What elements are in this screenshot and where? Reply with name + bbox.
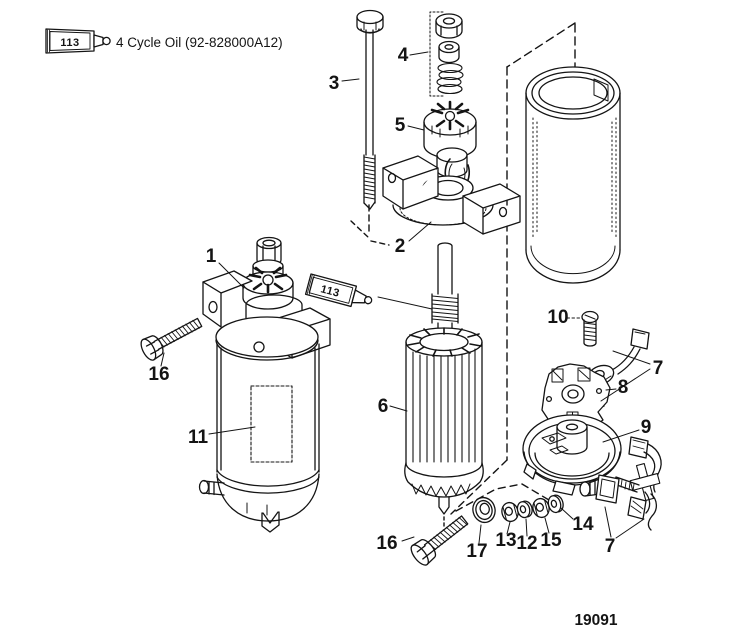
callout-3: 3 <box>329 73 340 94</box>
oil-tube-113-inline: 113 <box>304 273 373 308</box>
callout-leaders <box>160 51 651 544</box>
washer-17 <box>472 496 496 524</box>
callout-16-upper: 16 <box>148 364 169 385</box>
starter-bottom-tab <box>261 511 280 533</box>
fastener-stack-4 <box>429 11 464 97</box>
armature-6 <box>404 242 484 515</box>
oil-tube-icon: 113 <box>45 28 111 54</box>
callout-6: 6 <box>378 396 389 417</box>
oil-tube-leader <box>377 296 433 310</box>
callout-5: 5 <box>395 115 406 136</box>
starter-left-bracket <box>202 270 253 328</box>
callout-1: 1 <box>206 246 217 267</box>
legend: 113 4 Cycle Oil (92-828000A12) <box>45 28 283 54</box>
drive-assembly-2 <box>382 147 521 235</box>
callout-7-lower: 7 <box>605 536 616 557</box>
mount-bolt-16-upper <box>140 317 203 361</box>
drive-right-block <box>462 183 521 235</box>
callout-15: 15 <box>540 530 562 551</box>
through-bolt-3 <box>356 9 384 210</box>
drawing-number: 19091 <box>574 612 617 629</box>
callout-13: 13 <box>495 530 516 551</box>
inline-tube-label: 113 <box>319 283 341 300</box>
callout-2: 2 <box>395 236 406 257</box>
starter-motor-assembly-1 <box>198 236 331 533</box>
callout-8: 8 <box>618 377 629 398</box>
callout-11: 11 <box>188 427 209 448</box>
pinion-gear-5 <box>423 100 477 159</box>
frame-sleeve <box>525 66 621 284</box>
callout-12: 12 <box>516 533 537 554</box>
assembly-alignment-lines <box>350 22 576 527</box>
washer-14 <box>547 494 564 514</box>
washer-12 <box>516 500 533 519</box>
end-cap-9 <box>522 414 622 496</box>
brush-plate-8 <box>541 363 611 430</box>
nut-13 <box>501 501 519 523</box>
mount-bolt-16-lower <box>410 515 469 566</box>
legend-tube-label: 113 <box>60 37 79 49</box>
legend-text: 4 Cycle Oil (92-828000A12) <box>116 35 283 50</box>
callout-14: 14 <box>572 514 594 535</box>
callout-numbers: 1 2 3 4 5 6 7 7 8 9 10 11 12 13 14 15 16… <box>148 45 663 562</box>
drive-left-block <box>382 155 439 210</box>
screw-10 <box>581 310 599 347</box>
starter-terminal-stud <box>198 479 225 496</box>
callout-7-upper: 7 <box>653 358 664 379</box>
brush-lead-7-lower <box>579 436 662 531</box>
starter-decal-area-11 <box>250 385 293 463</box>
callout-4: 4 <box>398 45 409 66</box>
callout-10: 10 <box>547 307 568 328</box>
callout-9: 9 <box>641 417 652 438</box>
callout-17: 17 <box>466 541 487 562</box>
callout-16-lower: 16 <box>376 533 397 554</box>
spring-4 <box>436 62 464 95</box>
